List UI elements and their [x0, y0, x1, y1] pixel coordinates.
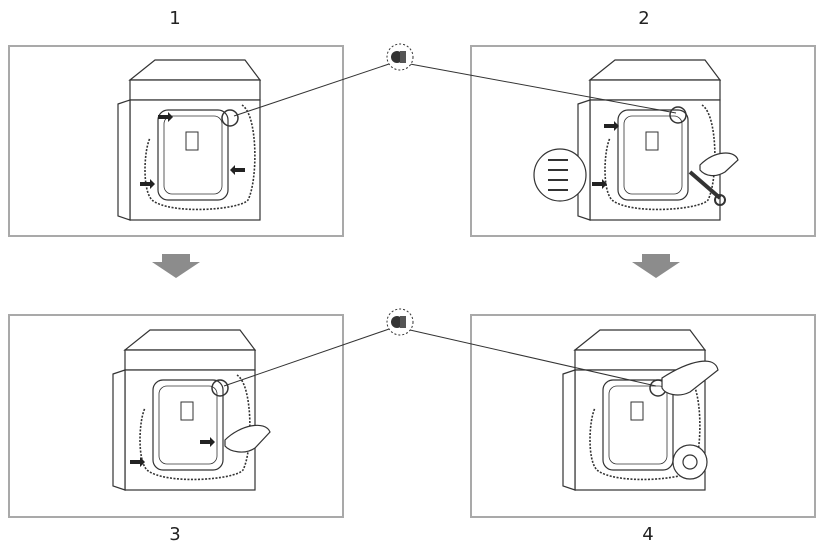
washing-machine-back-3 — [112, 329, 256, 491]
leader-line — [233, 61, 396, 117]
transit-bolt-icon — [386, 308, 414, 336]
step-number-1: 1 — [169, 8, 181, 29]
down-arrow-icon — [152, 254, 200, 278]
step-number-3: 3 — [169, 524, 181, 545]
hand-icon — [224, 424, 271, 453]
leader-line — [223, 327, 393, 387]
leader-line — [409, 329, 657, 387]
highlight-bolt-3 — [211, 379, 229, 397]
step-number-2: 2 — [638, 8, 650, 29]
wrench-icon — [688, 170, 726, 206]
step-number-4: 4 — [642, 524, 654, 545]
highlight-bolt-2 — [669, 106, 687, 124]
washing-machine-back-2 — [577, 59, 721, 221]
hand-icon — [661, 360, 719, 396]
highlight-bolt-1 — [221, 109, 239, 127]
hand-icon — [699, 152, 739, 177]
transit-bolt-icon — [386, 43, 414, 71]
down-arrow-icon — [632, 254, 680, 278]
transit-bolts-icon — [533, 148, 587, 202]
hole-cover-icon — [672, 444, 708, 480]
leader-line — [409, 63, 677, 114]
washing-machine-back-1 — [117, 59, 261, 221]
